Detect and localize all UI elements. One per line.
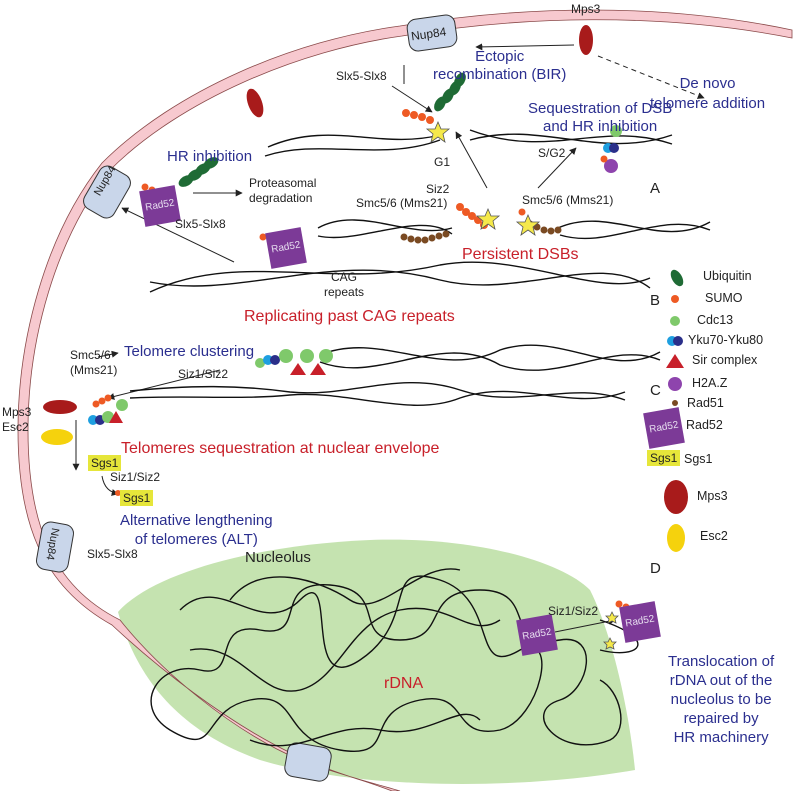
mps3-left (246, 88, 264, 118)
nup84-top (406, 14, 458, 52)
section-b: B (650, 292, 661, 309)
rad52-icon: Rad52 (643, 407, 685, 449)
nucleolus-label: Nucleolus (245, 549, 311, 566)
ubiquitin-chain-top (434, 72, 466, 112)
mps3-telomere (43, 400, 77, 414)
esc2-telomere (41, 429, 73, 445)
translocation-label: Translocation of rDNA out of the nucleol… (668, 653, 775, 746)
slx-left-label: Slx5-Slx8 (175, 217, 226, 231)
rad52-box-cag: Rad52 (265, 227, 307, 269)
ubiquitin-icon (670, 269, 684, 287)
legend-icons (664, 269, 688, 552)
legend-sgs1: Sgs1 (684, 452, 713, 466)
legend-rad51: Rad51 (687, 396, 724, 410)
rdna-label: rDNA (384, 675, 424, 692)
legend-esc2: Esc2 (700, 529, 728, 543)
siz12-sgs1-label: Siz1/Siz2 (110, 470, 161, 484)
denovo-label: De novo telomere addition (650, 75, 766, 112)
esc2-icon (667, 524, 685, 552)
replicating-label: Replicating past CAG repeats (244, 308, 455, 325)
mps3-icon (664, 480, 688, 514)
nuclear-envelope (17, 9, 793, 792)
legend-yku: Yku70-Yku80 (688, 333, 764, 347)
yku-icon (673, 336, 683, 346)
cdc13-icon (670, 316, 680, 326)
sgs1-icon: Sgs1 (647, 450, 681, 466)
hr-inhibition-label: HR inhibition (167, 148, 253, 165)
dsb-stars (425, 120, 619, 650)
section-c: C (650, 382, 661, 399)
sg2-label: S/G2 (538, 146, 566, 160)
smc-telomere-label: Smc5/6 (Mms21) (70, 348, 118, 377)
mps3-top-label: Mps3 (571, 2, 601, 16)
smc-mid-left-label: Smc5/6 (Mms21) (356, 196, 448, 210)
proteasomal-label: Proteasomal degradation (249, 176, 317, 205)
legend-h2az: H2A.Z (692, 376, 728, 390)
nucleolus-region (118, 539, 635, 784)
legend-sumo: SUMO (705, 291, 743, 305)
section-a: A (650, 180, 661, 197)
ectopic-label: Ectopic recombination (BIR) (433, 48, 567, 83)
rad52-box-rdna-out: Rad52 (619, 601, 661, 643)
siz12-telomere-label: Siz1/Siz2 (178, 367, 229, 381)
nup84-bottom (284, 742, 332, 782)
legend-ubiquitin: Ubiquitin (703, 269, 752, 283)
alt-label: Alternative lengthening of telomeres (AL… (120, 512, 273, 548)
rdna-loops (150, 568, 639, 752)
sgs1-chip-alt: Sgs1 (120, 490, 154, 506)
h2az-icon (668, 377, 682, 391)
legend-sir: Sir complex (692, 353, 758, 367)
sequestration-label: Sequestration of DSB and HR inhibition (528, 100, 673, 135)
g1-label: G1 (434, 155, 451, 169)
arrows (72, 43, 705, 633)
persistent-dsbs-label: Persistent DSBs (462, 246, 579, 263)
sir-complex-icon (666, 354, 684, 368)
legend-cdc13: Cdc13 (697, 313, 734, 327)
legend-rad52: Rad52 (686, 418, 723, 432)
nup84-bottom-left (36, 521, 74, 573)
sumo-icon (671, 295, 679, 303)
mps3-esc2-label: Mps3 Esc2 (2, 405, 32, 434)
siz12-rdna-label: Siz1/Siz2 (548, 604, 599, 618)
telomere-clustering-label: Telomere clustering (124, 343, 255, 360)
section-d: D (650, 560, 661, 577)
nup84-left (83, 165, 131, 219)
slx-top-label: Slx5-Slx8 (336, 69, 387, 83)
rad51-icon (672, 400, 678, 406)
cag-label: CAG repeats (324, 270, 365, 299)
sgs1-chip-envelope: Sgs1 (88, 455, 122, 471)
rad52-box-rdna: Rad52 (516, 614, 558, 656)
legend-mps3: Mps3 (697, 489, 728, 503)
mps3-top (579, 25, 593, 55)
ubiquitin-chain-hr (178, 157, 219, 187)
siz2-label: Siz2 (426, 182, 450, 196)
smc-mid-right-label: Smc5/6 (Mms21) (522, 193, 614, 207)
slx-bottom-label: Slx5-Slx8 (87, 547, 138, 561)
telomere-sequestration-label: Telomeres sequestration at nuclear envel… (121, 440, 440, 457)
dna-strands (129, 129, 711, 406)
